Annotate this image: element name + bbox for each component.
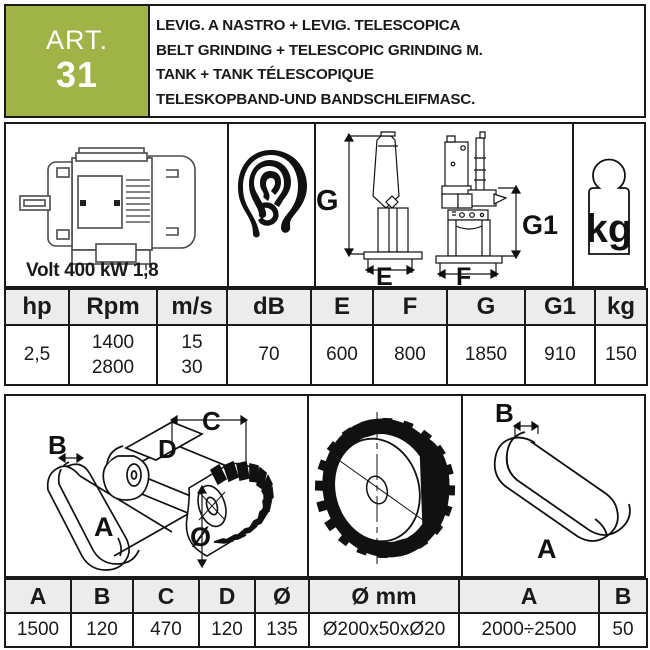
header-block: ART. 31 LEVIG. A NASTRO + LEVIG. TELESCO… [4, 4, 646, 118]
label-F: F [456, 263, 471, 286]
motor-cell: Volt 400 kW 1,8 [6, 124, 227, 286]
ms-line-1: 15 [181, 332, 203, 353]
spec-value-ms: 15 30 [156, 324, 228, 386]
dims-header-c: C [132, 578, 200, 614]
spec-header-ms: m/s [156, 288, 228, 326]
dims-header-a2: A [458, 578, 600, 614]
abrasive-flap-wheel-diagram [314, 412, 456, 568]
machine-dimension-cell: G E F G1 [316, 124, 572, 286]
title-line-de: TELESKOPBAND-UND BANDSCHLEIFMASC. [156, 90, 476, 108]
sanding-belt-loop-diagram: B A [493, 398, 631, 564]
belt-label-B: B [48, 430, 67, 460]
ear-noise-icon [238, 150, 307, 238]
spec-value-rpm: 1400 2800 [68, 324, 158, 386]
spec-value-g: 1850 [446, 324, 526, 386]
spec-header-hp: hp [4, 288, 70, 326]
spec-table-value-row: 2,5 1400 2800 15 30 70 600 800 1850 910 … [4, 324, 648, 386]
title-line-en: BELT GRINDING + TELESCOPIC GRINDING M. [156, 41, 483, 59]
dims-header-dia: Ø [254, 578, 310, 614]
title-list: LEVIG. A NASTRO + LEVIG. TELESCOPICA BEL… [156, 11, 642, 115]
dimensions-table: A B C D Ø Ø mm A B 1500 120 470 120 135 … [4, 578, 648, 648]
article-number: 31 [55, 53, 99, 95]
spec-value-f: 800 [372, 324, 448, 386]
spec-table: hp Rpm m/s dB E F G G1 kg 2,5 1400 2800 … [4, 288, 648, 386]
spec-value-e: 600 [310, 324, 374, 386]
weight-unit-label: kg [586, 207, 633, 251]
belt-wheel-cell: B A C D Ø [6, 396, 307, 576]
voltage-power-label: Volt 400 kW 1,8 [26, 260, 159, 281]
dims-header-dia-mm: Ø mm [308, 578, 460, 614]
kg-weight-icon: kg [586, 158, 633, 255]
spec-header-g1: G1 [524, 288, 596, 326]
weight-cell: kg [574, 124, 644, 286]
dims-header-a: A [4, 578, 72, 614]
mid-row-divider-1 [307, 396, 309, 576]
rpm-line-1: 1400 [91, 332, 135, 353]
dims-value-b2: 50 [598, 612, 648, 648]
dims-header-b: B [70, 578, 134, 614]
electric-motor-icon [19, 147, 196, 270]
dims-value-b: 120 [70, 612, 134, 648]
spec-header-db: dB [226, 288, 312, 326]
belt-label-diameter: Ø [190, 522, 211, 552]
title-line-it: LEVIG. A NASTRO + LEVIG. TELESCOPICA [156, 17, 461, 34]
label-G1: G1 [522, 210, 558, 240]
belt-loop-label-B: B [495, 398, 514, 428]
header-divider [148, 6, 150, 116]
dims-value-d: 120 [198, 612, 256, 648]
noise-cell [229, 124, 314, 286]
spec-header-rpm: Rpm [68, 288, 158, 326]
mid-row-divider-2 [461, 396, 463, 576]
label-E: E [376, 263, 393, 286]
spec-value-hp: 2,5 [4, 324, 70, 386]
spec-table-header-row: hp Rpm m/s dB E F G G1 kg [4, 288, 648, 326]
dims-value-a: 1500 [4, 612, 72, 648]
dims-value-dia: 135 [254, 612, 310, 648]
icon-row: Volt 400 kW 1,8 [4, 122, 646, 288]
rpm-line-2: 2800 [91, 357, 135, 378]
spec-value-g1: 910 [524, 324, 596, 386]
belt-label-D: D [158, 434, 177, 464]
belt-loop-label-A: A [537, 534, 557, 564]
dims-header-d: D [198, 578, 256, 614]
dimensions-table-header-row: A B C D Ø Ø mm A B [4, 578, 648, 614]
abrasives-diagram-row: B A C D Ø [4, 394, 646, 578]
icon-row-divider-2 [314, 124, 316, 286]
belt-label-C: C [202, 406, 221, 436]
article-badge: ART. 31 [6, 6, 148, 116]
spec-header-f: F [372, 288, 448, 326]
machine-dimension-drawings: G E F G1 [316, 131, 558, 286]
spec-value-kg: 150 [594, 324, 648, 386]
label-G: G [316, 185, 339, 217]
sanding-belt-with-contact-wheel-diagram: B A C D Ø [46, 406, 274, 571]
dims-value-c: 470 [132, 612, 200, 648]
ms-line-2: 30 [181, 357, 203, 378]
dims-header-b2: B [598, 578, 648, 614]
title-line-fr: TANK + TANK TÉLESCOPIQUE [156, 66, 374, 83]
icon-row-divider-1 [227, 124, 229, 286]
icon-row-divider-3 [572, 124, 574, 286]
spec-header-e: E [310, 288, 374, 326]
belt-label-A: A [94, 512, 114, 542]
flap-wheel-cell [309, 396, 461, 576]
article-label: ART. [45, 24, 109, 55]
dims-value-a2: 2000÷2500 [458, 612, 600, 648]
belt-loop-cell: B A [463, 396, 644, 576]
dimensions-table-value-row: 1500 120 470 120 135 Ø200x50xØ20 2000÷25… [4, 612, 648, 648]
dims-value-dia-mm: Ø200x50xØ20 [308, 612, 460, 648]
spec-header-g: G [446, 288, 526, 326]
spec-value-db: 70 [226, 324, 312, 386]
spec-header-kg: kg [594, 288, 648, 326]
